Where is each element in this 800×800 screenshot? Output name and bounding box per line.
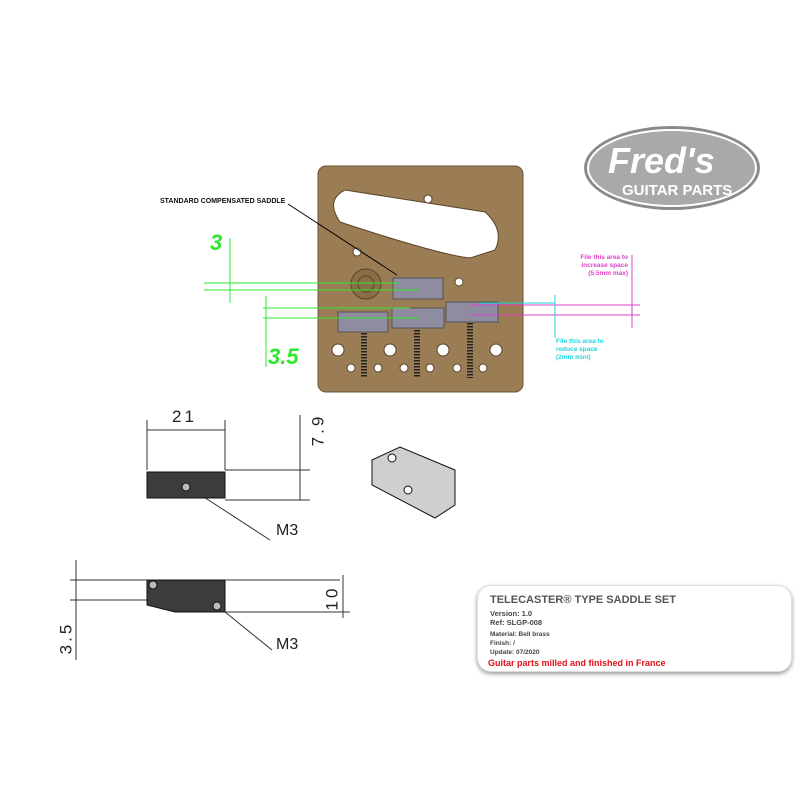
standard-saddle xyxy=(392,277,444,300)
screw-label-bottom: M3 xyxy=(276,636,299,653)
bridge-plate xyxy=(287,165,524,393)
dim-bottom-label: 3.5 xyxy=(268,344,299,369)
note-line: (2mm mini) xyxy=(556,354,591,361)
increase-note: File this area to increase space (5.5mm … xyxy=(560,254,628,278)
callout-label: STANDARD COMPENSATED SADDLE xyxy=(160,198,286,205)
rose-engraving xyxy=(350,268,382,300)
offset-dimension: 3.5 xyxy=(56,621,76,655)
reduce-note: File this area to reduce space (2mm mini… xyxy=(556,338,604,362)
fred-logo xyxy=(584,126,760,210)
height-dimension: 7.9 xyxy=(308,413,328,447)
note-line: reduce space xyxy=(556,346,598,353)
info-finish: Finish: / xyxy=(490,640,515,647)
saddle-3 xyxy=(445,301,499,323)
saddle-3d-view xyxy=(371,446,456,519)
saddle-top-view xyxy=(146,579,226,613)
dim-top-label: 3 xyxy=(210,230,223,255)
saddle-1 xyxy=(337,311,389,333)
info-ref: Ref: SLGP-008 xyxy=(490,618,543,627)
note-line: (5.5mm max) xyxy=(588,270,628,277)
length-dimension: 10 xyxy=(322,585,342,611)
info-tagline: Guitar parts milled and finished in Fran… xyxy=(488,658,666,668)
logo-brand: Fred's xyxy=(608,140,715,181)
logo-subtitle: GUITAR PARTS xyxy=(622,182,733,199)
info-material: Material: Bell brass xyxy=(490,631,550,638)
info-version: Version: 1.0 xyxy=(490,609,533,618)
info-update: Update: 07/2020 xyxy=(490,649,540,656)
info-title: TELECASTER® TYPE SADDLE SET xyxy=(490,594,676,606)
info-card: TELECASTER® TYPE SADDLE SET Version: 1.0… xyxy=(477,585,792,672)
screw-label-top: M3 xyxy=(276,522,299,539)
note-line: File this area to xyxy=(580,254,628,261)
note-line: File this area to xyxy=(556,338,604,345)
width-dimension: 21 xyxy=(172,407,197,426)
note-line: increase space xyxy=(581,262,628,269)
